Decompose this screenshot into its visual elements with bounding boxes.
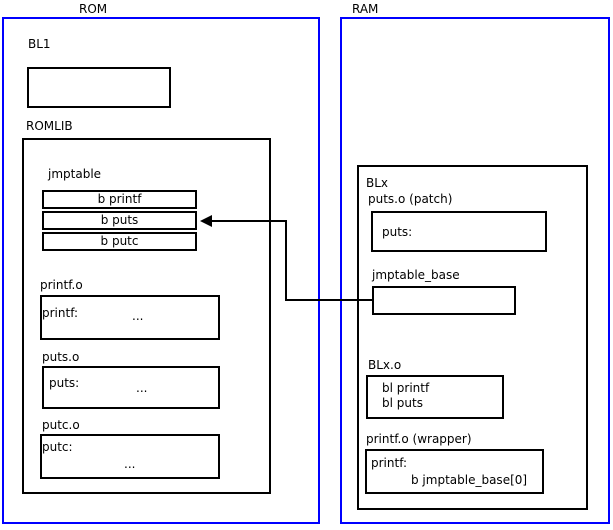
connector-segment-bottom: [285, 299, 373, 301]
bl1-body: [29, 69, 169, 77]
printf-wrapper-block: printf: b jmptable_base[0]: [365, 449, 544, 494]
rom-region-label: ROM: [79, 2, 108, 16]
rom-printf-o-block: printf: ...: [40, 295, 220, 340]
rom-puts-o-label: puts.o: [42, 350, 80, 364]
rom-putc-symbol: putc:: [42, 440, 73, 454]
bl1-block: [27, 67, 171, 108]
rom-printf-symbol: printf:: [42, 306, 79, 320]
connector-arrow-head-icon: [200, 215, 212, 227]
rom-putc-o-block: putc: ...: [40, 434, 220, 479]
blx-label: BLx: [366, 176, 389, 190]
jmptable-base-block[interactable]: [372, 286, 516, 315]
rom-printf-o-label: printf.o: [40, 278, 83, 292]
puts-patch-label: puts.o (patch): [368, 192, 453, 206]
rom-printf-ellipsis: ...: [132, 309, 144, 323]
jmptable-entry-putc-text: b putc: [100, 234, 139, 248]
rom-puts-o-block: puts: ...: [42, 366, 220, 409]
rom-putc-o-label: putc.o: [42, 418, 80, 432]
jmptable-entry-putc[interactable]: b putc: [42, 232, 197, 251]
puts-patch-symbol: puts:: [382, 225, 413, 239]
jmptable-entry-printf-text: b printf: [97, 192, 142, 206]
bl1-label: BL1: [28, 37, 51, 51]
rom-putc-ellipsis: ...: [124, 457, 136, 471]
rom-puts-symbol: puts:: [49, 376, 80, 390]
blx-o-line-2: bl puts: [382, 396, 423, 410]
jmptable-entry-printf[interactable]: b printf: [42, 190, 197, 209]
jmptable-entry-puts[interactable]: b puts: [42, 211, 197, 230]
blx-o-block: bl printf bl puts: [366, 375, 504, 419]
connector-segment-vertical: [285, 220, 287, 301]
jmptable-base-label: jmptable_base: [372, 268, 460, 282]
jmptable-entry-puts-text: b puts: [100, 213, 139, 227]
rom-puts-ellipsis: ...: [136, 381, 148, 395]
blx-o-line-1: bl printf: [382, 381, 430, 395]
jmptable-label: jmptable: [48, 167, 102, 181]
romlib-label: ROMLIB: [26, 119, 73, 133]
connector-segment-top: [212, 220, 287, 222]
blx-o-label: BLx.o: [368, 358, 402, 372]
printf-wrapper-label: printf.o (wrapper): [366, 432, 472, 446]
puts-patch-block: puts:: [371, 211, 547, 252]
printf-wrapper-symbol: printf:: [371, 456, 408, 470]
printf-wrapper-branch: b jmptable_base[0]: [411, 473, 528, 487]
ram-region-label: RAM: [352, 2, 379, 16]
